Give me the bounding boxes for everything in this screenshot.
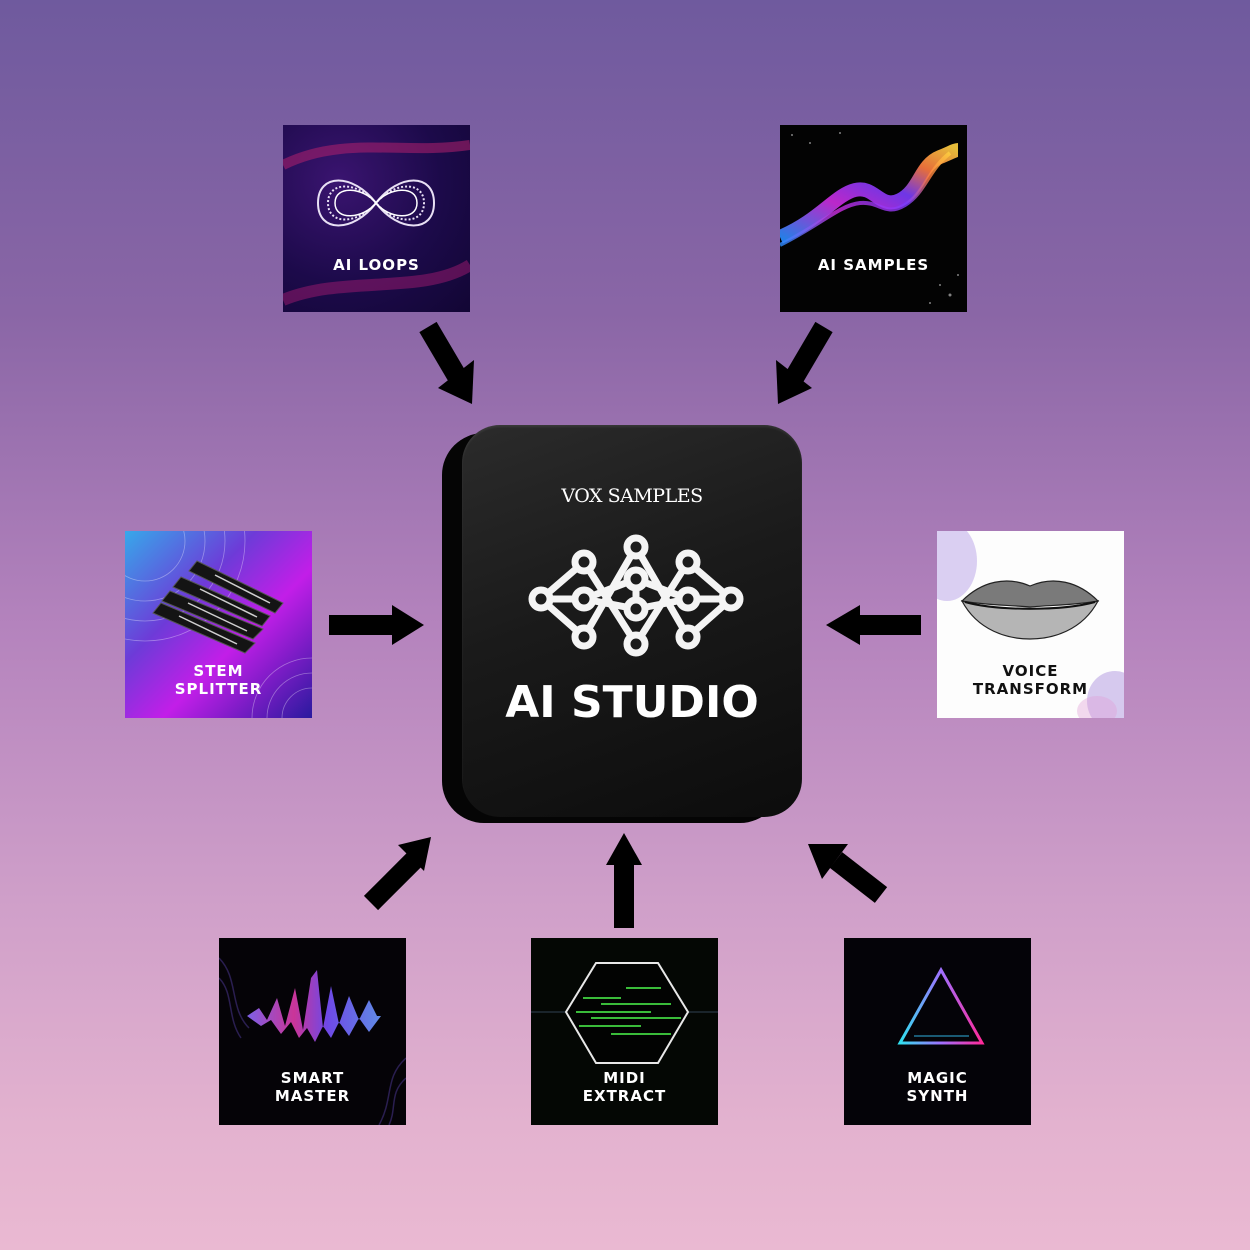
tile-label: VOICE [1002,662,1059,680]
module-tile-smart-master[interactable]: SMART MASTER [219,938,406,1125]
product-title: AI STUDIO [505,677,759,728]
arrow-smart-master [363,837,431,911]
module-tile-magic-synth[interactable]: MAGIC SYNTH [844,938,1031,1125]
color-wave-ribbon-icon [780,132,959,304]
arrow-midi-extract [606,833,642,928]
tile-label: TRANSFORM [972,680,1089,698]
brand-name: VOX SAMPLES [561,485,703,507]
tile-label: STEM [193,662,244,680]
stacked-tracks-icon [125,531,312,718]
tile-label: SPLITTER [174,680,263,698]
arrow-stem-splitter [329,605,424,645]
box-front-face: VOX SAMPLES [462,425,802,817]
module-tile-ai-loops[interactable]: AI LOOPS [283,125,470,312]
arrow-ai-loops [419,321,474,404]
audio-waveform-icon [219,957,406,1125]
hexagon-icon [531,962,718,1064]
arrow-ai-samples [776,321,833,404]
tile-label: AI LOOPS [333,256,420,274]
infinity-waveform-icon [283,140,470,306]
tile-label: SMART [280,1069,345,1087]
neon-triangle-icon [897,966,985,1051]
module-tile-ai-samples[interactable]: AI SAMPLES [780,125,967,312]
module-tile-midi-extract[interactable]: MIDI EXTRACT [531,938,718,1125]
tile-label: MASTER [274,1087,351,1105]
tile-label: EXTRACT [582,1087,667,1105]
ai-studio-product-box[interactable]: VOX SAMPLES [442,425,804,825]
neural-network-icon [528,534,744,657]
tile-label: AI SAMPLES [817,256,930,274]
module-tile-voice-transform[interactable]: VOICE TRANSFORM [937,531,1124,718]
tile-label: MIDI [603,1069,646,1087]
tile-label: SYNTH [906,1087,969,1105]
module-tile-stem-splitter[interactable]: STEM SPLITTER [125,531,312,718]
arrow-voice-transform [826,605,921,645]
tile-label: MAGIC [907,1069,968,1087]
arrow-magic-synth [808,844,888,903]
lips-icon [937,531,1124,718]
